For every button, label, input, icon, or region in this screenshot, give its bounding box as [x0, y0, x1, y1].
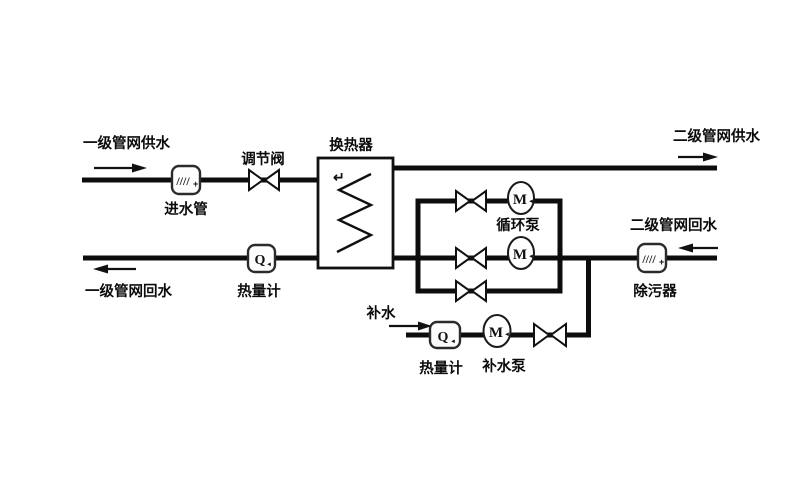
primary-return-arrow-icon: [93, 264, 136, 274]
makeup-pump-letter: M: [489, 325, 503, 341]
dirt-separator-icon: //// +: [636, 242, 668, 274]
circulation-pump-1-letter: M: [513, 192, 527, 208]
heat-exchanger-symbol: ↵: [316, 156, 395, 270]
label-circulation-pump: 循环泵: [496, 216, 540, 234]
heat-exchanger-coil: [336, 172, 374, 254]
bypass-valve-icon: [455, 279, 487, 303]
makeup-valve-icon: [533, 322, 567, 348]
pump1-valve-icon: [455, 189, 487, 213]
circulation-pump-2-pointer: ◄: [528, 254, 534, 260]
circulation-pump-2-icon: M ◄: [507, 236, 535, 270]
inlet-filter-icon: //// +: [170, 164, 202, 196]
heat-meter-makeup-letter: Q: [438, 330, 449, 345]
label-regulating-valve: 调节阀: [241, 150, 285, 168]
secondary-return-arrow-icon: [678, 243, 718, 253]
pipe-makeup-water: [406, 258, 591, 338]
label-primary-return: 一级管网回水: [85, 282, 172, 300]
label-secondary-supply: 二级管网供水: [673, 127, 760, 145]
flow-arrows: [93, 152, 718, 331]
label-makeup-water: 补水: [366, 304, 396, 322]
valves: [248, 168, 567, 348]
regulating-valve-icon: [248, 168, 280, 192]
label-makeup-pump: 补水泵: [481, 357, 526, 375]
circulation-pump-1-pointer: ◄: [528, 199, 534, 205]
heat-meter-primary-icon: Q ◄: [246, 243, 277, 274]
primary-supply-arrow-icon: [94, 163, 147, 173]
pump2-valve-icon: [455, 246, 487, 270]
heat-meter-primary-letter: Q: [255, 253, 266, 268]
label-primary-supply: 一级管网供水: [83, 134, 170, 152]
label-heat-meter-primary: 热量计: [237, 282, 281, 300]
makeup-water-arrow-icon: [389, 321, 432, 331]
dirt-separator-hatch: ////: [641, 252, 656, 266]
heat-meter-primary-pointer: ◄: [266, 262, 272, 268]
label-secondary-return: 二级管网回水: [630, 216, 717, 234]
return-arrow-icon: ↵: [333, 169, 345, 185]
secondary-supply-arrow-icon: [678, 152, 718, 162]
labels: 一级管网供水 调节阀 进水管 换热器 二级管网供水 循环泵 二级管网回水 除污器…: [83, 127, 760, 377]
dirt-separator-mark: +: [659, 257, 664, 267]
pipe-pump-bypass-loop: [415, 198, 563, 294]
makeup-pump-pointer: ◄: [504, 332, 510, 338]
inlet-filter-hatch: ////: [175, 174, 190, 188]
heat-meter-makeup-pointer: ◄: [450, 339, 456, 345]
inlet-filter-mark: +: [193, 179, 198, 189]
heat-meter-makeup-icon: Q ◄: [428, 320, 462, 350]
circulation-pump-2-letter: M: [513, 247, 527, 263]
label-inlet-filter: 进水管: [164, 200, 208, 218]
label-heat-meter-makeup: 热量计: [419, 359, 463, 377]
label-dirt-separator: 除污器: [633, 282, 677, 300]
label-heat-exchanger: 换热器: [329, 136, 373, 154]
circulation-pump-1-icon: M ◄: [507, 181, 535, 215]
makeup-pump-icon: M ◄: [482, 314, 512, 348]
